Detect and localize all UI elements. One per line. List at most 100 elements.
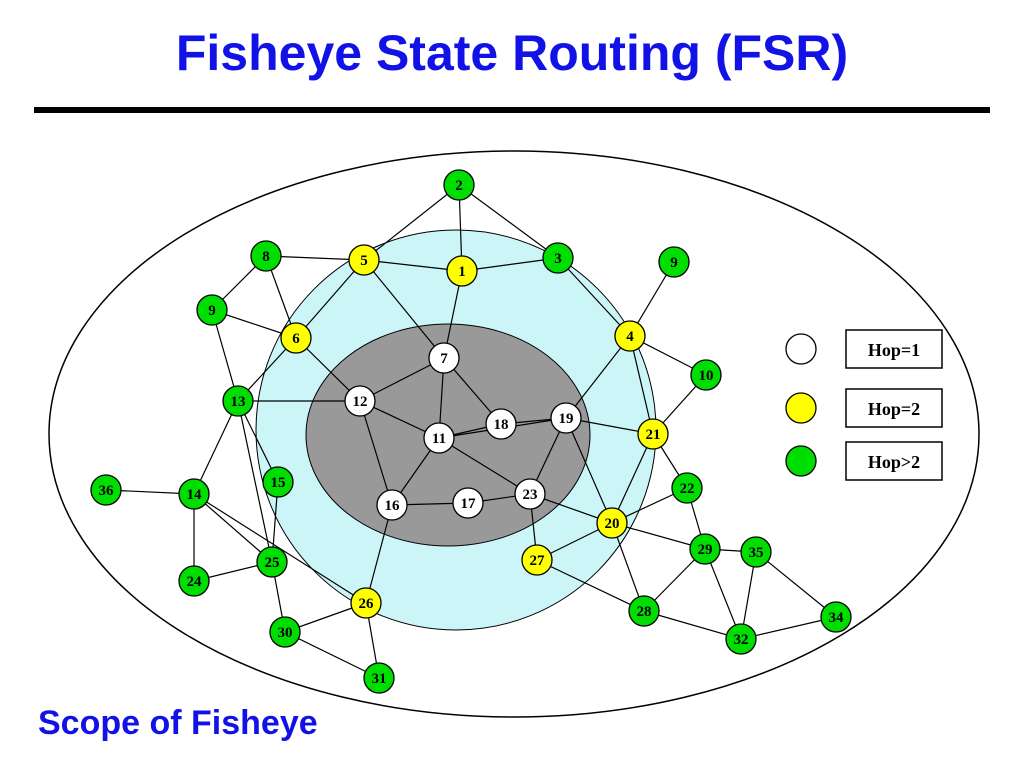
- node-9: 9: [196, 294, 228, 326]
- node-circle: [250, 240, 282, 272]
- node-2: 2: [443, 169, 475, 201]
- edge-n20-n29: [611, 522, 706, 550]
- legend-box: [845, 329, 943, 369]
- node-circle: [521, 544, 553, 576]
- node-label: 19: [559, 411, 574, 427]
- node-label: 20: [605, 516, 620, 532]
- node-label: 17: [461, 496, 477, 512]
- node-28: 28: [628, 595, 660, 627]
- node-34: 34: [820, 601, 852, 633]
- edge-n14-n26: [193, 493, 367, 604]
- node-label: 32: [734, 632, 749, 648]
- legend-box: [845, 441, 943, 481]
- edge-n30-n31: [284, 631, 380, 679]
- node-31: 31: [363, 662, 395, 694]
- node-circle: [446, 255, 478, 287]
- node-circle: [550, 402, 582, 434]
- node-4: 4: [614, 320, 646, 352]
- node-circle: [658, 246, 690, 278]
- node-circle: [725, 623, 757, 655]
- node-27: 27: [521, 544, 553, 576]
- node-label: 3: [554, 251, 562, 267]
- node-circle: [514, 478, 546, 510]
- legend-swatch: [785, 333, 817, 365]
- edge-n27-n28: [536, 559, 645, 612]
- edge-n4-n21: [629, 335, 654, 435]
- edge-n12-n16: [359, 400, 393, 506]
- node-26: 26: [350, 587, 382, 619]
- node-label: 31: [372, 671, 387, 687]
- legend-box: [845, 388, 943, 428]
- node-circle: [452, 487, 484, 519]
- node-5: 5: [348, 244, 380, 276]
- node-circle: [376, 489, 408, 521]
- node-29: 29: [689, 533, 721, 565]
- node-label: 27: [530, 553, 546, 569]
- node-1: 1: [446, 255, 478, 287]
- node-label: 10: [699, 368, 714, 384]
- node-label: 21: [646, 427, 661, 443]
- node-24: 24: [178, 565, 210, 597]
- slide-title: Fisheye State Routing (FSR): [175, 25, 849, 81]
- node-label: 22: [680, 481, 695, 497]
- edge-n13-n14: [193, 400, 239, 495]
- node-label: 35: [749, 545, 764, 561]
- node-label: 2: [455, 178, 463, 194]
- edge-n13-n25: [237, 400, 273, 563]
- node-label: 36: [99, 483, 115, 499]
- edge-n35-n34: [755, 551, 837, 618]
- edge-n11-n23: [438, 437, 531, 495]
- node-22: 22: [671, 472, 703, 504]
- node-circle: [269, 616, 301, 648]
- node-label: 16: [385, 498, 401, 514]
- node-label: 15: [271, 475, 286, 491]
- edge-n21-n20: [611, 433, 654, 524]
- edge-n32-n34: [740, 616, 837, 640]
- node-circle: [628, 595, 660, 627]
- node-12: 12: [344, 385, 376, 417]
- node-6: 6: [280, 322, 312, 354]
- node-label: 29: [698, 542, 713, 558]
- legend-item-hop_far: Hop>2: [785, 441, 943, 481]
- node-3: 3: [542, 242, 574, 274]
- edge-n28-n32: [643, 610, 742, 640]
- node-circle: [689, 533, 721, 565]
- node-circle: [637, 418, 669, 450]
- node-11: 11: [423, 422, 455, 454]
- node-30: 30: [269, 616, 301, 648]
- node-circle: [542, 242, 574, 274]
- node-circle: [740, 536, 772, 568]
- node-label: 13: [231, 394, 246, 410]
- node-13: 13: [222, 385, 254, 417]
- node-circle: [350, 587, 382, 619]
- node-circle: [485, 408, 517, 440]
- node-17: 17: [452, 487, 484, 519]
- legend-swatch: [785, 392, 817, 424]
- node-label: 6: [292, 331, 300, 347]
- node-36: 36: [90, 474, 122, 506]
- node-21: 21: [637, 418, 669, 450]
- node-circle: [820, 601, 852, 633]
- node-circle: [363, 662, 395, 694]
- node-label: 26: [359, 596, 375, 612]
- node-label: 7: [440, 351, 448, 367]
- node-circle: [222, 385, 254, 417]
- edge-n4-n19: [565, 335, 631, 419]
- edge-n8-n5: [265, 255, 365, 261]
- node-circle: [443, 169, 475, 201]
- caption: Scope of Fisheye: [38, 704, 318, 742]
- node-label: 24: [187, 574, 203, 590]
- node-9: 9: [658, 246, 690, 278]
- node-label: 30: [278, 625, 293, 641]
- edge-n2-n5: [363, 184, 460, 261]
- node-circle: [428, 342, 460, 374]
- edge-n14-n25: [193, 493, 273, 563]
- node-label: 18: [494, 417, 509, 433]
- node-circle: [671, 472, 703, 504]
- legend-label: Hop=1: [868, 340, 920, 360]
- legend-label: Hop=2: [868, 399, 920, 419]
- node-35: 35: [740, 536, 772, 568]
